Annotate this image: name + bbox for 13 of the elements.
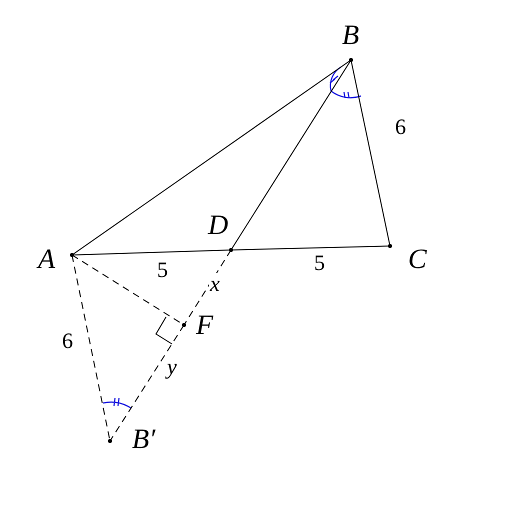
labeled-point: D (208, 212, 233, 252)
labeled-point: F (182, 312, 213, 340)
line-segment (350, 60, 390, 246)
labeled-point: A (38, 246, 74, 274)
line-segment (72, 250, 232, 256)
line-segment (230, 60, 352, 250)
dashed-line-segment (184, 250, 232, 326)
line-segment (230, 246, 390, 250)
labeled-point: B′ (108, 426, 155, 454)
labeled-point: B (342, 22, 359, 62)
line-segment (72, 60, 352, 256)
dashed-line-segment (110, 324, 184, 442)
labeled-point: C (388, 244, 427, 274)
